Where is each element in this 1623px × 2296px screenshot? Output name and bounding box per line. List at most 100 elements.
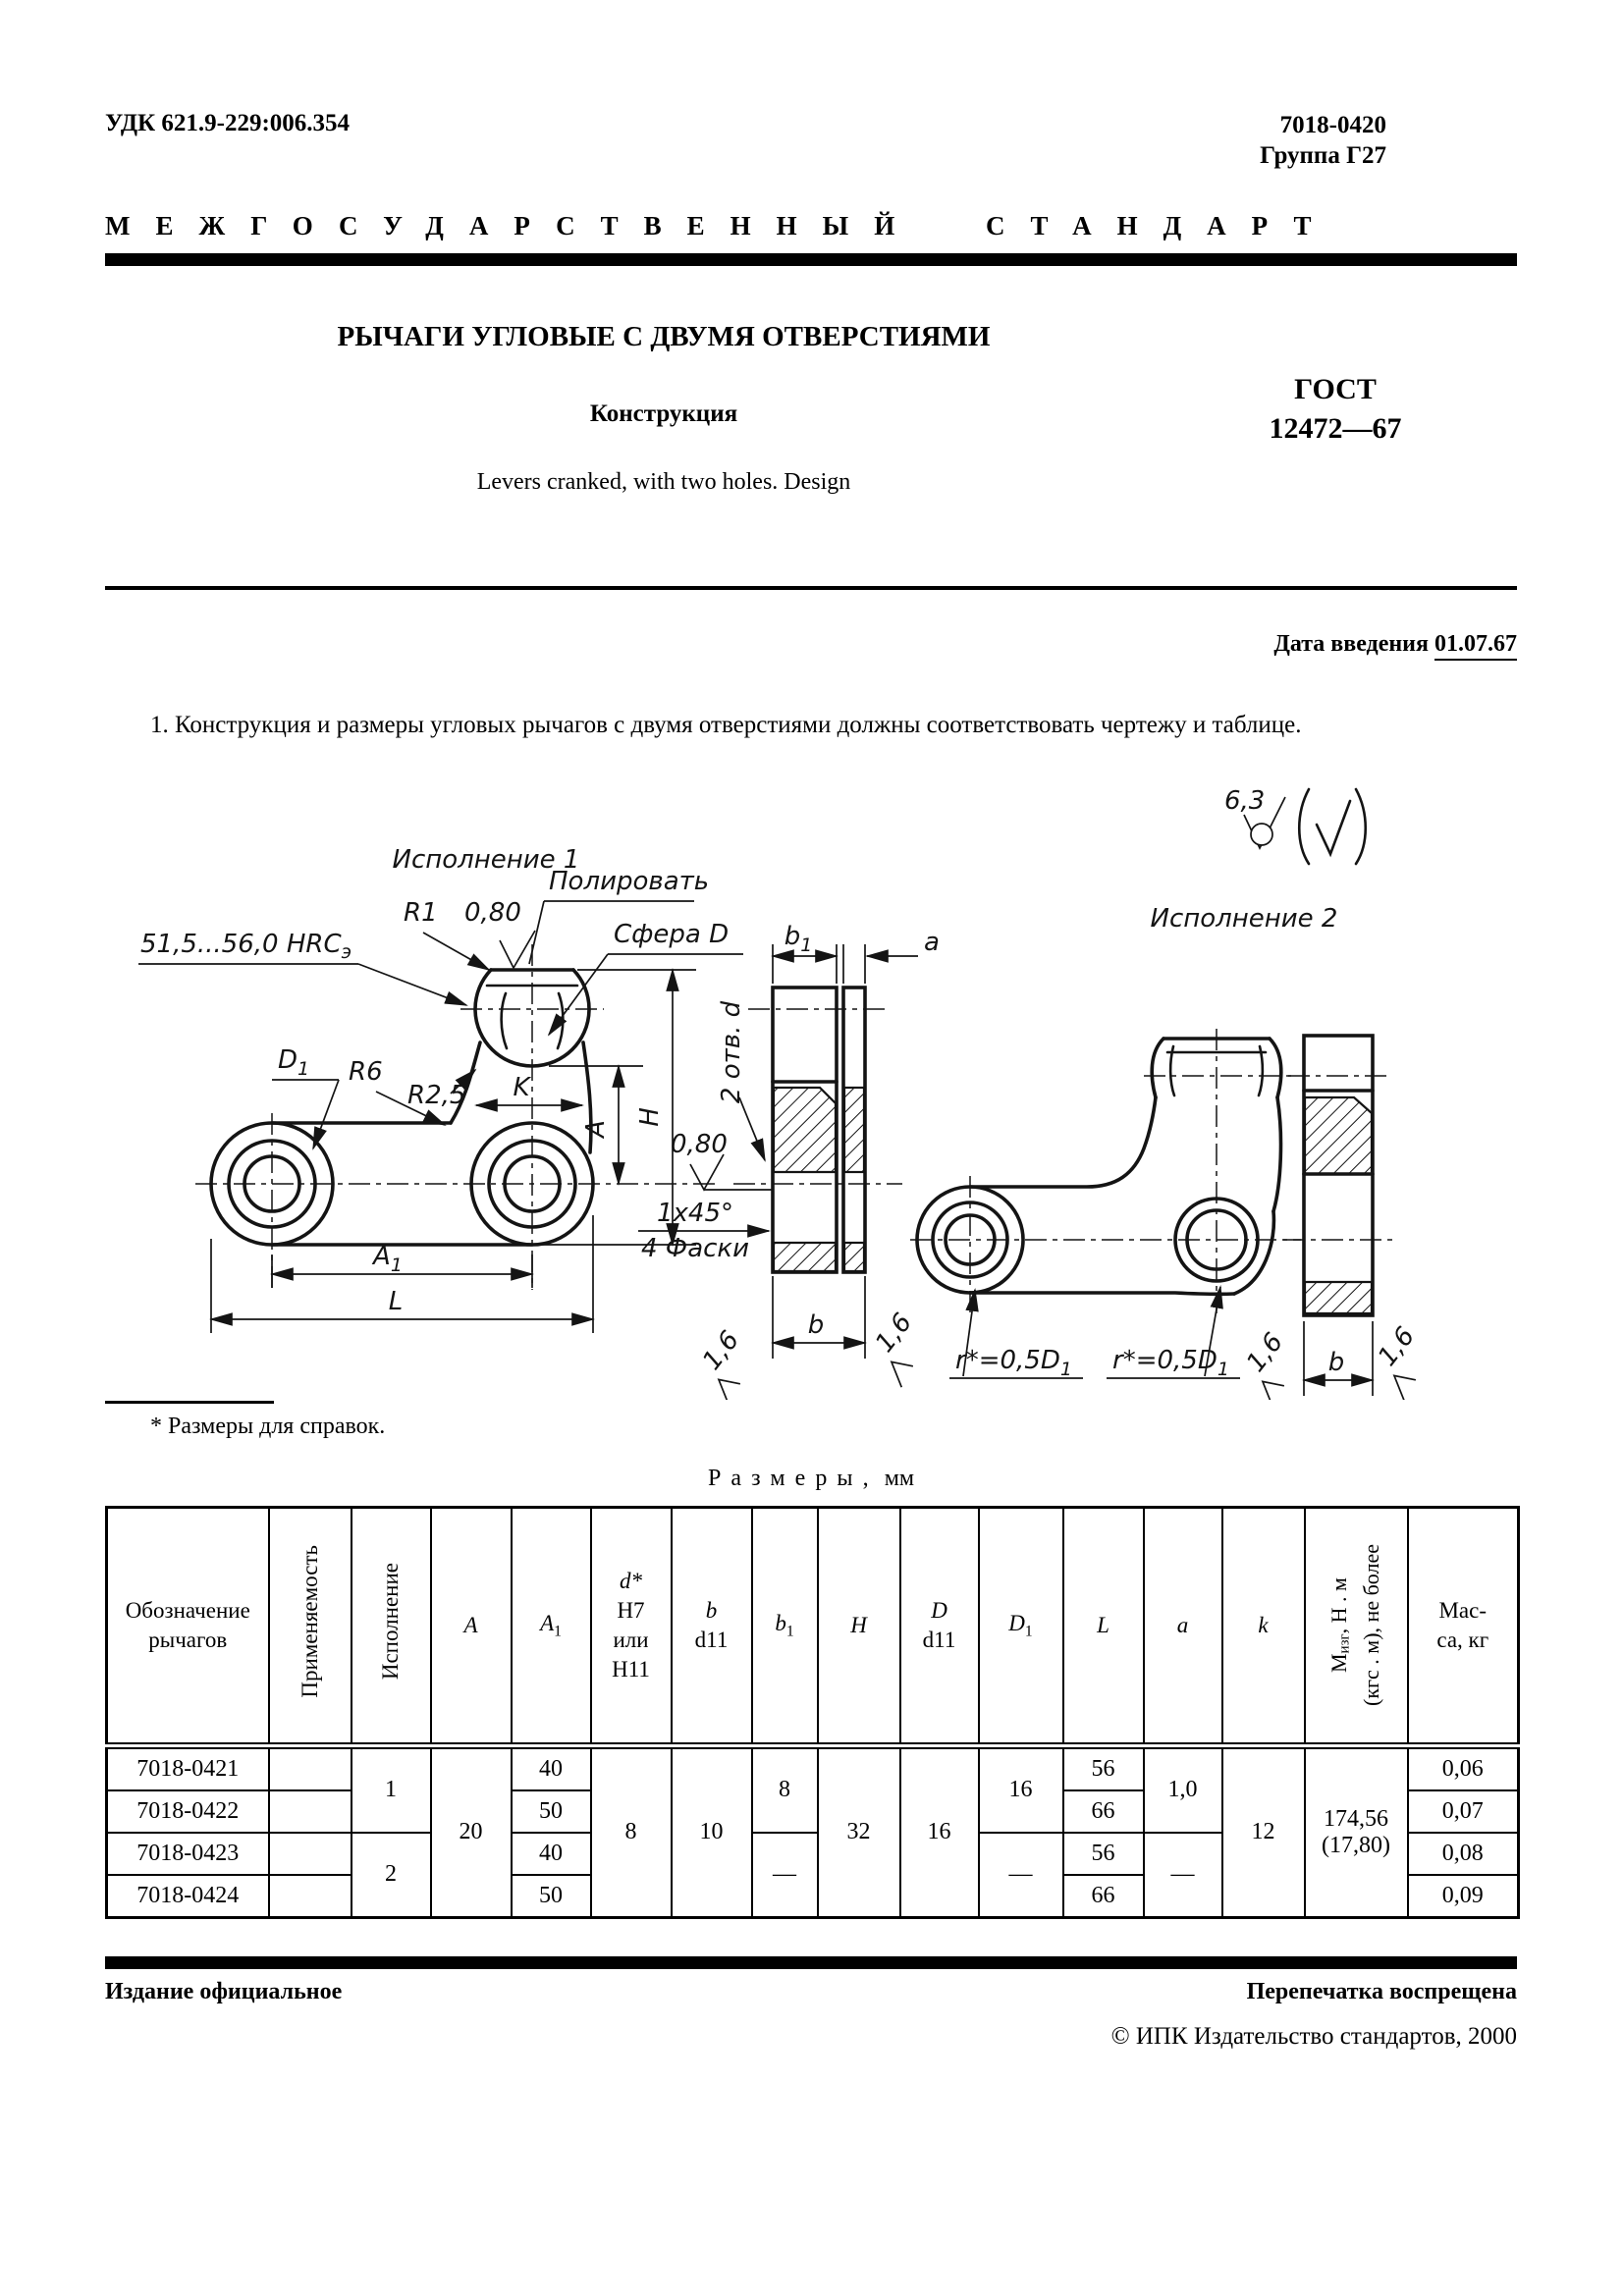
b1-label: b1 [784,922,813,956]
col-A: A [429,1506,513,1749]
footnote-text: * Размеры для справок. [150,1413,386,1439]
radius-formula-callout: r*=0,5D1 [949,1288,1083,1380]
cell-L: 66 [1061,1873,1145,1919]
polish-label: Полировать [549,867,709,896]
cell-version: 2 [350,1831,432,1919]
date-label: Дата введения [1273,630,1429,657]
cell-D1: — [977,1831,1064,1919]
l-label: L [389,1287,404,1316]
cell-A1: 40 [510,1744,592,1791]
cell-applicability [267,1831,352,1876]
cell-A1: 50 [510,1873,592,1919]
cell-L: 56 [1061,1831,1145,1876]
col-L: L [1061,1506,1145,1749]
roughness-080-top: 0,80 [464,898,536,971]
b1-dimension: b1 [771,922,839,985]
cell-applicability [267,1744,352,1791]
gost-label: ГОСТ [1294,372,1377,405]
r1-label: R1 [404,898,438,928]
check-icon [1315,799,1352,858]
cell-k: 12 [1220,1744,1306,1919]
cell-version: 1 [350,1744,432,1834]
col-D1: D1 [977,1506,1064,1749]
sphere-label: Сфера D [614,920,729,949]
header-divider-bar [105,252,1517,266]
svg-text:1,6: 1,6 [697,1326,745,1376]
paren-left-icon [1297,787,1311,866]
svg-text:1,6: 1,6 [1373,1322,1421,1372]
cell-designation: 7018-0424 [105,1873,270,1919]
udc-number: УДК 621.9-229:006.354 [105,110,351,136]
d1-callout: D1 [272,1045,340,1151]
b-label: b [1328,1348,1345,1377]
polish-callout: Полировать [528,867,709,965]
roughness-16-mark: 1,6 [1373,1322,1421,1402]
svg-text:1,6: 1,6 [870,1308,918,1359]
table-row: 7018-0421 1 20 40 8 10 8 32 16 16 56 1,0… [105,1744,1520,1919]
h-dimension: H [537,968,696,1248]
caption-unit: мм [884,1465,915,1491]
col-version: Исполнение [350,1506,432,1749]
footer-divider-bar [105,1955,1517,1969]
table-row: 7018-0423 2 40 — — 56 — 0,08 [105,1831,1520,1919]
edition-note: Издание официальное [105,1978,343,2004]
paren-right-icon [1354,787,1368,866]
reprint-note: Перепечатка воспрещена [1246,1978,1517,2004]
col-a: a [1142,1506,1223,1749]
l-dimension: L [209,1215,595,1334]
table-row: 7018-0424 50 66 0,09 [105,1873,1520,1919]
r-formula-label: r*=0,5D1 [955,1346,1072,1380]
roughness-080-top-label: 0,80 [464,898,521,928]
standard-type-title: МЕЖГОСУДАРСТВЕННЫЙ СТАНДАРТ [105,210,1337,240]
section-view2: b 1,6 1,6 [1241,1034,1421,1408]
two-holes-callout: 2 отв. d [717,1001,766,1163]
table-caption: Размеры, мм [105,1466,1517,1492]
view2-centerlines [910,1029,1301,1314]
view2-version2: Исполнение 2 [910,904,1337,1380]
svg-text:1,6: 1,6 [1241,1328,1289,1378]
a-small-label: a [924,928,940,957]
a-label: A [581,1120,611,1140]
cell-a: 1,0 [1142,1744,1223,1834]
cell-moment: 174,56(17,80) [1303,1744,1409,1919]
roughness-080-side-label: 0,80 [671,1130,728,1159]
r1-callout: R1 [404,898,491,972]
chamfer-label: 1x45° [657,1199,733,1228]
roughness-16-mark: 1,6 [1241,1328,1289,1408]
view1-outline [209,968,595,1248]
table-header-row: Обозначение рычагов Применяемость Исполн… [105,1506,1520,1749]
cell-b1: — [750,1831,819,1919]
gost-number: 12472—67 [1269,412,1402,445]
dimensions-table: Обозначение рычагов Применяемость Исполн… [105,1505,1520,1919]
doc-number: 7018-0420 [1279,112,1386,138]
horizontal-rule [105,585,1517,590]
footnote-rule [105,1401,274,1404]
date-value: 01.07.67 [1434,630,1517,661]
header-row: УДК 621.9-229:006.354 7018-0420 Группа Г… [105,0,1517,172]
cell-H: 32 [816,1744,901,1919]
radius-formula-callout: r*=0,5D1 [1107,1285,1240,1380]
gost-designation: ГОСТ 12472—67 [1222,370,1448,496]
r6-label: R6 [349,1057,383,1087]
hardness-label: 51,5...56,0 HRCэ [140,930,352,963]
h-label: H [635,1107,665,1127]
cell-mass: 0,09 [1406,1873,1520,1919]
col-A1: A1 [510,1506,592,1749]
col-mass: Мас-са, кг [1406,1506,1520,1749]
cell-mass: 0,06 [1406,1744,1520,1791]
chamfer-callout: 1x45° 4 Фаски [638,1199,771,1263]
table-row: 7018-0422 50 66 0,07 [105,1789,1520,1834]
roughness-check-icon [1243,796,1286,851]
a1-label: A1 [371,1242,403,1276]
col-H: H [816,1506,901,1749]
cell-designation: 7018-0423 [105,1831,270,1876]
lever-drawing-svg: 6,3 Исполнение 1 [138,786,1421,1408]
document-subtitle: Конструкция [589,400,738,427]
roughness-16-mark: 1,6 [697,1326,745,1406]
cell-a: — [1142,1831,1223,1919]
r-formula-label: r*=0,5D1 [1112,1346,1229,1380]
a1-dimension: A1 [270,1242,534,1289]
